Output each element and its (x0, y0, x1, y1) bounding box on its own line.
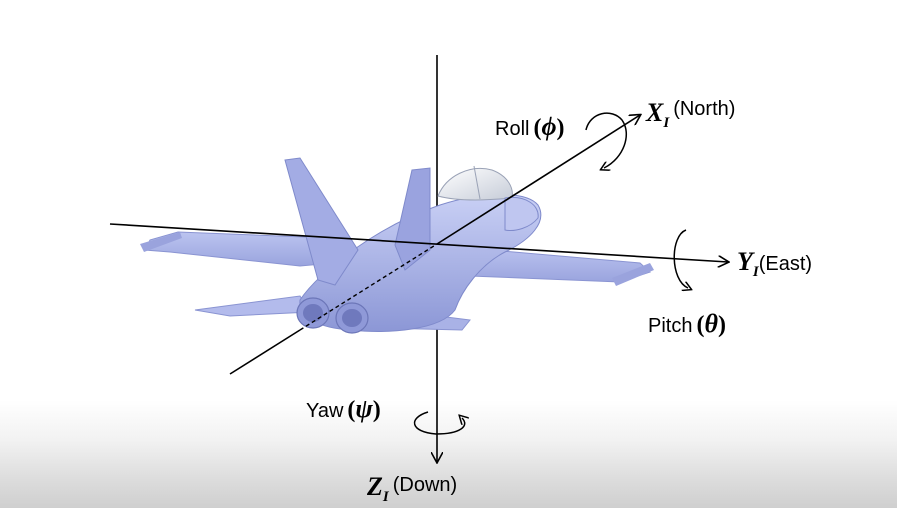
z-axis-subscript: I (382, 489, 389, 505)
yaw-rotation-arrow (414, 411, 465, 435)
roll-label-text: Roll (495, 118, 530, 140)
roll-label: Roll (ϕ) (495, 112, 565, 141)
right-vertical-tail (394, 167, 431, 271)
yaw-label: Yaw (ψ) (306, 394, 381, 423)
z-axis-symbol: Z (367, 472, 383, 501)
x-axis-subscript: I (663, 115, 670, 131)
pitch-symbol: θ (704, 309, 718, 338)
y-axis-line (109, 223, 728, 262)
z-axis-label: ZI (Down) (367, 472, 458, 505)
y-axis-label: YI(East) (737, 247, 813, 280)
pitch-label-text: Pitch (648, 315, 693, 337)
left-stabilizer (194, 295, 311, 317)
x-axis-line-front (436, 115, 640, 245)
y-axis-symbol: Y (737, 247, 753, 276)
z-axis-direction: (Down) (392, 474, 458, 496)
fighter-jet-illustration (140, 157, 654, 334)
x-axis-symbol: X (646, 98, 664, 127)
roll-symbol: ϕ (541, 112, 557, 141)
pitch-rotation-arrow (673, 229, 688, 288)
yaw-label-text: Yaw (306, 400, 344, 422)
left-vertical-tail (284, 157, 359, 286)
y-axis-direction: (East) (758, 253, 813, 275)
x-axis-line-hidden (299, 243, 438, 331)
yaw-symbol: ψ (355, 394, 373, 423)
x-axis-direction: (North) (673, 98, 736, 120)
y-axis-subscript: I (752, 264, 759, 280)
roll-rotation-arrow (585, 112, 627, 168)
pitch-label: Pitch (θ) (648, 309, 726, 338)
left-wingtip-rail (140, 232, 182, 252)
right-wingtip-rail (612, 263, 654, 286)
x-axis-label: XI (North) (646, 98, 736, 131)
canopy (437, 168, 513, 201)
nose (504, 196, 539, 231)
x-axis-line-rear (229, 329, 301, 375)
